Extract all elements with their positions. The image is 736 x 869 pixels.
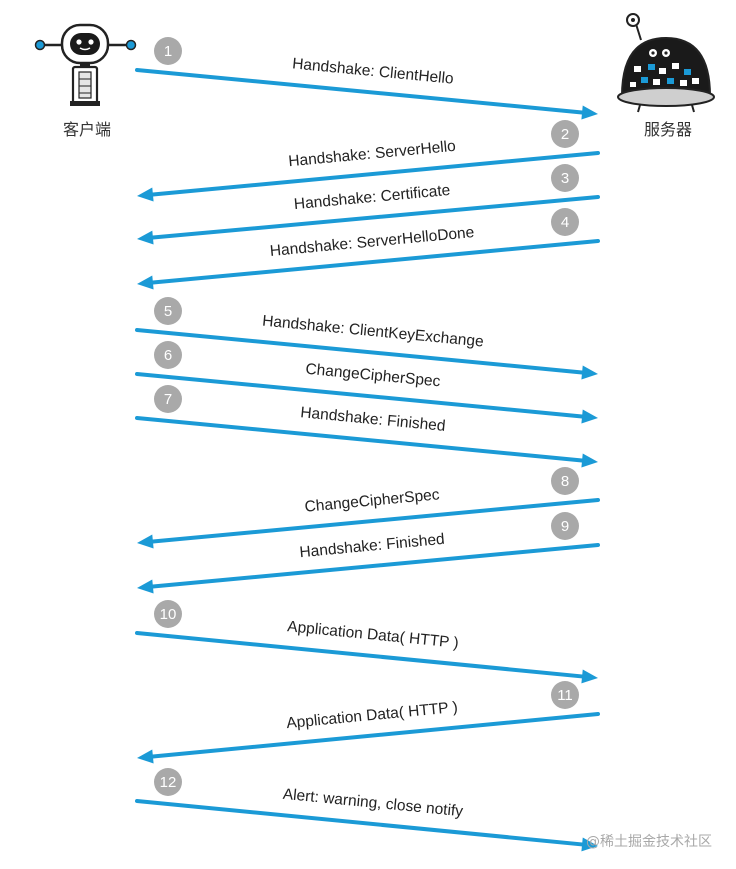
message-label: ChangeCipherSpec xyxy=(305,361,442,391)
arrow-shaft xyxy=(150,712,600,759)
badge-circle xyxy=(551,120,579,148)
step-number-badge: 8 xyxy=(551,467,579,495)
robot-client-icon xyxy=(34,23,137,106)
step-number: 8 xyxy=(561,473,569,490)
arrow-shaft xyxy=(135,68,585,115)
step-number-badge: 9 xyxy=(551,512,579,540)
badge-circle xyxy=(551,164,579,192)
message-arrow-6: ChangeCipherSpec 6 xyxy=(135,341,598,424)
arrow-shaft xyxy=(150,151,600,197)
message-label: Handshake: Certificate xyxy=(293,182,451,213)
step-number: 7 xyxy=(164,391,172,408)
message-arrow-1: Handshake: ClientHello 1 xyxy=(135,37,598,120)
arrow-shaft xyxy=(135,372,585,419)
step-number-badge: 4 xyxy=(551,208,579,236)
step-number-badge: 6 xyxy=(154,341,182,369)
arrow-shaft xyxy=(150,195,600,240)
badge-circle xyxy=(551,208,579,236)
step-number-badge: 2 xyxy=(551,120,579,148)
message-arrow-10: Application Data( HTTP ) 10 xyxy=(135,600,598,684)
badge-circle xyxy=(154,768,182,796)
message-label: Handshake: Finished xyxy=(300,404,447,435)
step-number-badge: 12 xyxy=(154,768,182,796)
badge-circle xyxy=(154,341,182,369)
dome-server-icon xyxy=(617,13,715,113)
step-number-badge: 1 xyxy=(154,37,182,65)
badge-circle xyxy=(154,385,182,413)
message-arrow-9: Handshake: Finished 9 xyxy=(137,512,600,594)
arrow-shaft xyxy=(150,543,600,589)
step-number-badge: 7 xyxy=(154,385,182,413)
badge-circle xyxy=(551,512,579,540)
arrowhead xyxy=(137,275,154,290)
client-label: 客户端 xyxy=(63,120,111,139)
arrow-shaft xyxy=(135,328,585,375)
step-number: 4 xyxy=(561,214,569,231)
message-label: Handshake: Finished xyxy=(299,531,446,561)
arrow-shaft xyxy=(150,498,600,544)
arrow-shaft xyxy=(135,799,585,847)
message-label: Application Data( HTTP ) xyxy=(286,699,459,732)
step-number: 6 xyxy=(164,347,172,364)
step-number-badge: 11 xyxy=(551,681,579,709)
step-number: 10 xyxy=(160,606,177,623)
arrowhead xyxy=(137,749,154,764)
badge-circle xyxy=(551,681,579,709)
step-number-badge: 5 xyxy=(154,297,182,325)
badge-circle xyxy=(154,297,182,325)
message-label: Application Data( HTTP ) xyxy=(287,618,460,652)
message-arrow-11: Application Data( HTTP ) 11 xyxy=(137,681,600,764)
arrow-shaft xyxy=(150,239,600,285)
arrowhead xyxy=(581,453,598,468)
arrowhead xyxy=(581,105,598,120)
watermark: @稀土掘金技术社区 xyxy=(586,834,712,850)
arrowhead xyxy=(581,669,598,684)
message-label: Handshake: ServerHello xyxy=(288,138,457,171)
arrowhead xyxy=(137,230,154,245)
step-number: 1 xyxy=(164,43,172,60)
arrowhead xyxy=(581,837,598,852)
step-number: 3 xyxy=(561,170,569,187)
arrow-shaft xyxy=(135,416,585,463)
message-label: Handshake: ClientHello xyxy=(291,55,454,87)
message-arrow-12: Alert: warning, close notify 12 xyxy=(135,768,598,852)
arrowhead xyxy=(137,187,154,202)
step-number-badge: 10 xyxy=(154,600,182,628)
message-label: Alert: warning, close notify xyxy=(282,786,464,821)
message-arrow-8: ChangeCipherSpec 8 xyxy=(137,467,600,549)
step-number: 5 xyxy=(164,303,172,320)
step-number: 2 xyxy=(561,126,569,143)
badge-circle xyxy=(551,467,579,495)
arrowhead xyxy=(581,365,598,380)
arrowhead xyxy=(137,579,154,594)
arrowhead xyxy=(581,409,598,424)
step-number-badge: 3 xyxy=(551,164,579,192)
badge-circle xyxy=(154,600,182,628)
server-label: 服务器 xyxy=(644,120,692,139)
arrow-shaft xyxy=(135,631,585,679)
badge-circle xyxy=(154,37,182,65)
arrowhead xyxy=(137,534,154,549)
step-number: 11 xyxy=(557,687,573,704)
message-label: ChangeCipherSpec xyxy=(304,486,441,516)
step-number: 12 xyxy=(160,774,177,791)
step-number: 9 xyxy=(561,518,569,535)
